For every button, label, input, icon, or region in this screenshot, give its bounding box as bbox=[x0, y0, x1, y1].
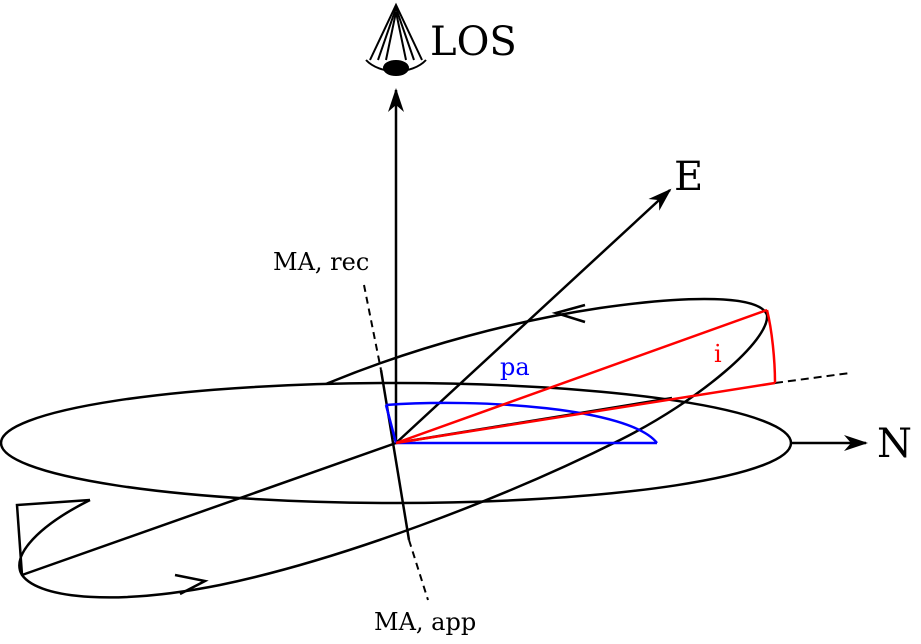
line-of-nodes bbox=[21, 441, 397, 577]
orbit-ellipse bbox=[18, 297, 769, 599]
pa-arc-tick bbox=[384, 404, 398, 444]
eye-icon bbox=[365, 2, 427, 76]
inclination-line-upper bbox=[395, 308, 768, 445]
east-axis bbox=[395, 188, 672, 444]
ma-rec-label: MA, rec bbox=[273, 248, 369, 276]
ma-app-dashed-axis bbox=[408, 539, 429, 601]
pa-arc bbox=[385, 401, 658, 444]
major-axis-dashed-extension bbox=[774, 372, 851, 384]
ma-app-label: MA, app bbox=[374, 608, 476, 636]
inclination-arc bbox=[765, 309, 777, 384]
north-label: N bbox=[877, 421, 912, 467]
pa-label: pa bbox=[500, 353, 530, 381]
los-label: LOS bbox=[430, 19, 517, 65]
ma-rec-dashed-axis bbox=[363, 284, 382, 371]
inclination-line-lower bbox=[395, 381, 776, 445]
ma-axis-solid bbox=[379, 369, 411, 541]
inclination-label: i bbox=[714, 340, 722, 368]
orbit-direction-arrow-bottom bbox=[174, 573, 209, 596]
orbit-back-edge bbox=[15, 498, 91, 576]
orbit-direction-arrow-top bbox=[551, 303, 586, 324]
east-label: E bbox=[674, 154, 703, 200]
